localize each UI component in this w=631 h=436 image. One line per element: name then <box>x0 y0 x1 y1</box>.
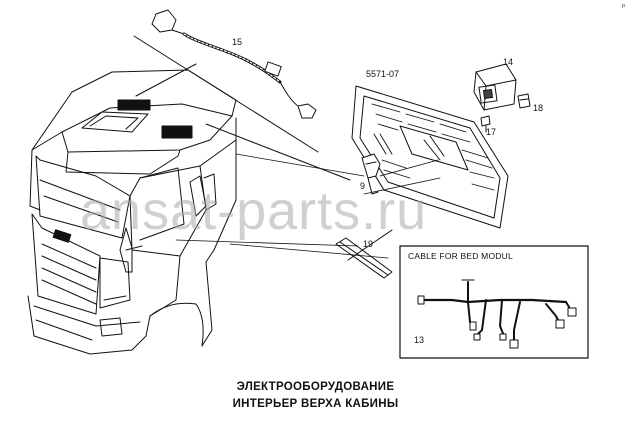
part-15-cable <box>133 9 351 181</box>
corner-mark: ᵖ <box>621 2 625 11</box>
label-ref-5571-07: 5571-07 <box>366 69 400 79</box>
label-part-14: 14 <box>503 57 514 67</box>
label-part-9: 9 <box>360 181 366 191</box>
part-9-lamp <box>361 153 381 195</box>
part-18-connector <box>517 93 531 109</box>
truck-cab-illustration <box>27 69 237 355</box>
part-19-tube <box>335 229 393 279</box>
label-part-18: 18 <box>533 103 544 113</box>
inset-box-cable <box>399 245 589 359</box>
part-14-module <box>473 63 517 111</box>
leader-lines <box>175 153 441 259</box>
part-5571-07-panel <box>351 85 509 229</box>
label-part-13: 13 <box>414 335 425 345</box>
caption-line-2: ИНТЕРЬЕР ВЕРХА КАБИНЫ <box>232 398 399 410</box>
caption-line-1: ЭЛЕКТРООБОРУДОВАНИЕ <box>236 381 395 393</box>
inset-title: CABLE FOR BED MODUL <box>408 251 513 261</box>
label-part-15: 15 <box>232 37 243 47</box>
label-part-17: 17 <box>486 127 497 137</box>
part-17-screw <box>480 115 491 133</box>
label-part-19: 19 <box>363 239 374 249</box>
